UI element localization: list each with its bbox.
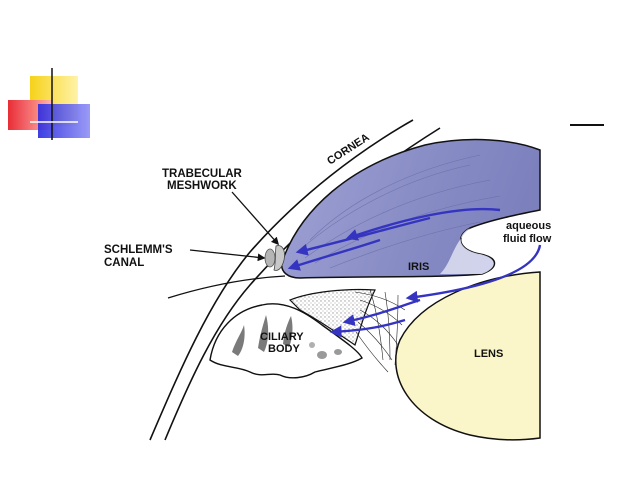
ciliary-body-folds [232, 315, 342, 359]
trabecular-label-line1: TRABECULAR [162, 168, 243, 180]
lens-label: LENS [474, 348, 503, 360]
aqueous-flow-arrows [287, 207, 542, 338]
schlemm-leader-line [189, 249, 266, 262]
schlemm-label-line2: CANAL [104, 257, 144, 269]
schlemms-canal-shape [264, 248, 276, 268]
sclera-line [167, 275, 286, 299]
cornea-outer-curve [149, 119, 414, 441]
ciliary-label-line1: CILIARY [260, 331, 304, 343]
stacked-squares-icon [8, 68, 90, 140]
iris-label: IRIS [408, 261, 429, 273]
aqueous-label-line1: aqueous [506, 220, 551, 232]
trabecular-label-line2: MESHWORK [167, 180, 237, 192]
iris-highlight [440, 228, 494, 274]
schlemm-label-line1: SCHLEMM'S [104, 244, 173, 256]
trabecular-meshwork-shape [273, 245, 285, 271]
aqueous-label-line2: fluid flow [503, 233, 552, 245]
trabecular-leader-line [231, 191, 280, 246]
ciliary-label-line2: BODY [268, 343, 300, 355]
